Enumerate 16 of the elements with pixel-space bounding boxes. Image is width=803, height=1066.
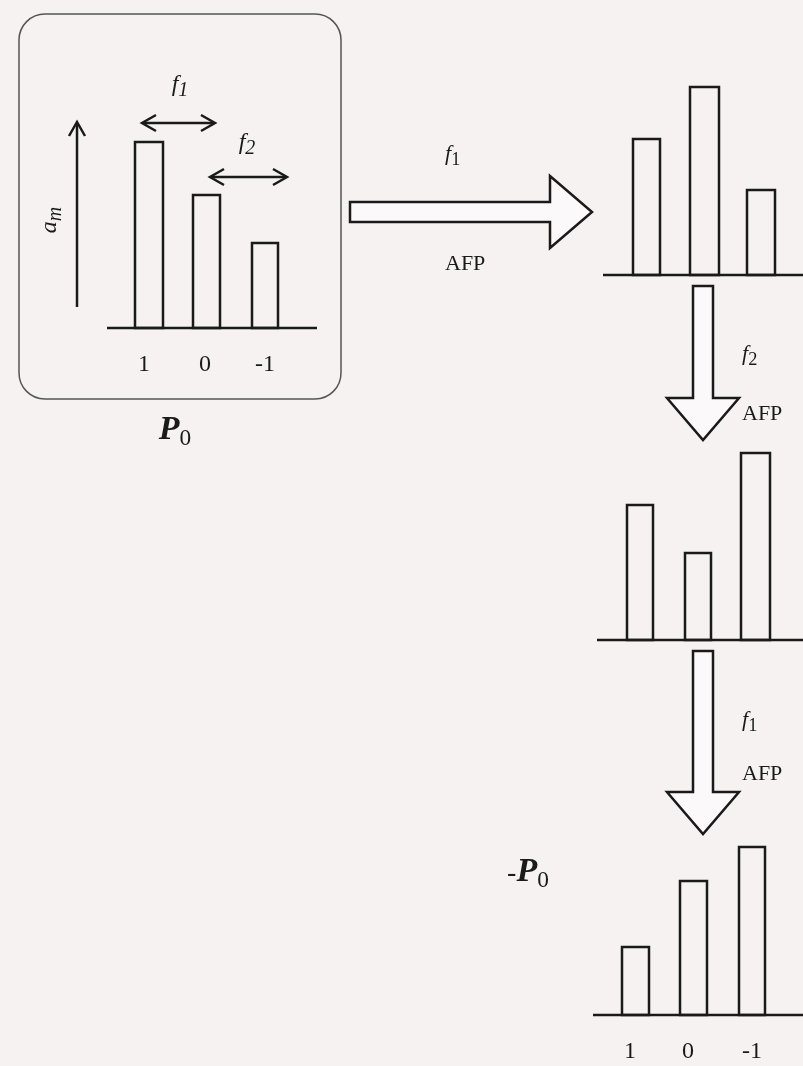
edge-label: f$_{1}$ AFP xyxy=(445,139,486,278)
axis-tick-label: -1 xyxy=(255,351,275,375)
dimension-label: f$_{1}$ xyxy=(171,70,189,100)
chart-title: -P$_{0}$ xyxy=(507,852,549,892)
chart-title: P$_{0}$ xyxy=(158,410,192,450)
axis-tick-label: 0 xyxy=(199,351,211,375)
block-arrow xyxy=(348,173,594,251)
axis-tick-label: -1 xyxy=(742,1038,762,1062)
axis-tick-label: 1 xyxy=(138,351,150,375)
axis-tick-label: 0 xyxy=(682,1038,694,1062)
dimension-label: f$_{2}$ xyxy=(238,128,256,158)
block-arrow xyxy=(664,649,742,836)
edge-label: f$_{1}$ AFP xyxy=(742,705,783,788)
block-arrow xyxy=(664,284,742,442)
edge-label: f$_{2}$ AFP xyxy=(742,339,783,428)
axis-tick-label: 1 xyxy=(624,1038,636,1062)
